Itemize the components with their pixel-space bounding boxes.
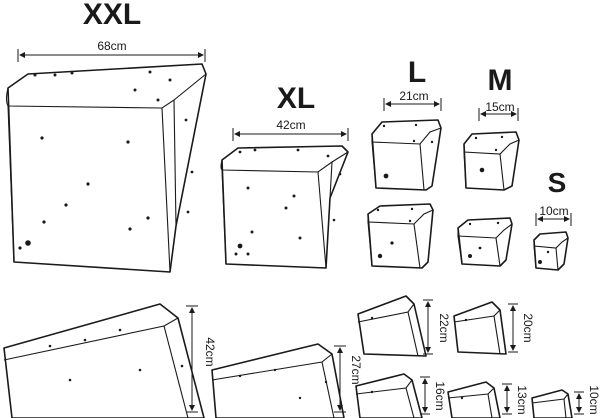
dimension-s-width: 10cm bbox=[535, 204, 572, 226]
dimension-l-width: 21cm bbox=[383, 89, 442, 111]
dimension-label: 15cm bbox=[485, 100, 514, 114]
dimension-l-tall-depth: 22cm bbox=[423, 299, 451, 355]
dimension-xl-depth: 27cm bbox=[334, 345, 363, 413]
dimension-label: 68cm bbox=[97, 39, 126, 53]
dimension-m-tall-depth: 20cm bbox=[508, 303, 535, 353]
volume-l-short-front bbox=[367, 203, 434, 269]
size-title-l: L bbox=[408, 56, 426, 89]
size-title-xl: XL bbox=[277, 82, 315, 115]
dimension-label: 22cm bbox=[437, 313, 451, 342]
dimension-label: 10cm bbox=[587, 385, 600, 414]
size-title-xxl: XXL bbox=[83, 0, 141, 31]
size-title-m: M bbox=[488, 64, 513, 97]
dimension-m-width: 15cm bbox=[478, 100, 519, 121]
dimension-label: 42cm bbox=[203, 337, 217, 366]
volume-xl-side bbox=[211, 343, 345, 418]
volume-xxl-front bbox=[5, 63, 207, 273]
dimension-xl-width: 42cm bbox=[232, 118, 349, 141]
volume-xl-front bbox=[220, 145, 349, 269]
dimension-s-depth: 10cm bbox=[574, 385, 600, 415]
dimension-label: 27cm bbox=[349, 355, 363, 384]
dimension-l-short-depth: 16cm bbox=[420, 376, 447, 415]
volume-m-short-side bbox=[447, 381, 501, 418]
volume-m-tall-front bbox=[463, 131, 520, 191]
volume-l-tall-side bbox=[357, 295, 427, 357]
volume-m-short-front bbox=[457, 217, 513, 267]
dimension-xxl-width: 68cm bbox=[17, 39, 206, 62]
dimension-xxl-depth: 42cm bbox=[186, 305, 217, 413]
dimension-label: 13cm bbox=[515, 385, 529, 414]
dimension-label: 20cm bbox=[521, 313, 535, 342]
dimension-label: 21cm bbox=[399, 89, 428, 103]
volume-l-tall-front bbox=[371, 119, 442, 191]
volume-m-tall-side bbox=[453, 301, 507, 355]
dimension-label: 16cm bbox=[433, 381, 447, 410]
dimension-label: 42cm bbox=[276, 118, 305, 132]
size-title-s: S bbox=[548, 167, 567, 198]
volume-l-short-side bbox=[355, 373, 423, 418]
dimension-m-short-depth: 13cm bbox=[502, 383, 529, 415]
volume-s-side bbox=[531, 389, 573, 418]
volume-s-front bbox=[533, 231, 569, 271]
dimension-label: 10cm bbox=[539, 204, 568, 218]
volume-xxl-side bbox=[3, 303, 205, 418]
